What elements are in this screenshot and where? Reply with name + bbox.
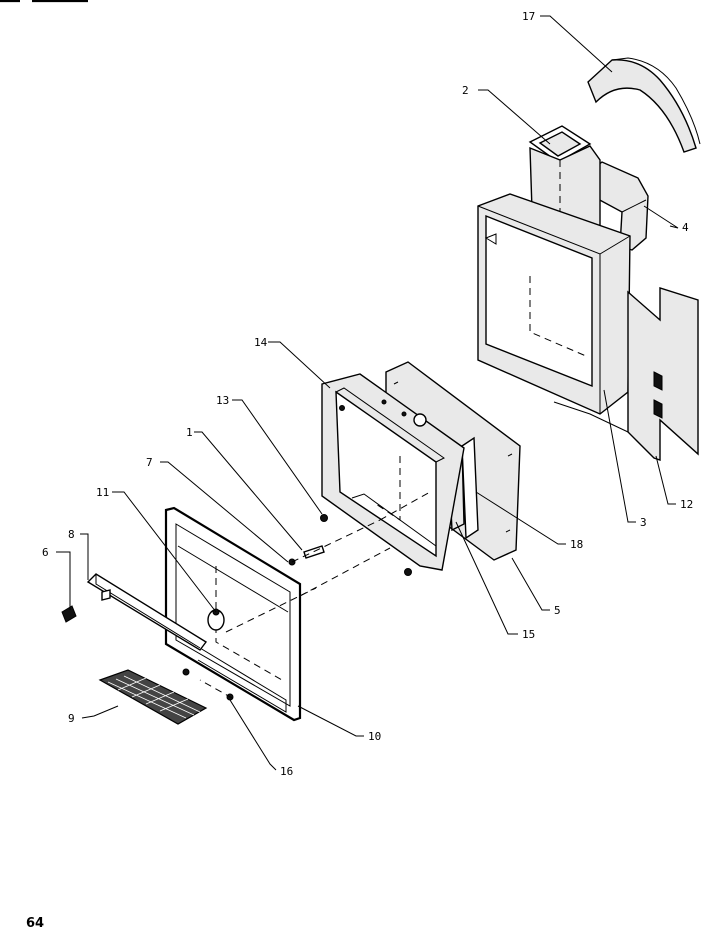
callout-14: 14 xyxy=(254,336,268,349)
part-12-side-panel xyxy=(553,287,699,461)
callout-3: 3 xyxy=(640,516,647,529)
callout-13: 13 xyxy=(216,394,229,407)
part-17-duct-cover xyxy=(587,57,701,153)
part-18-bracket xyxy=(461,436,479,540)
callout-4: 4 xyxy=(682,221,689,234)
part-9-drip-grille xyxy=(98,669,208,725)
part-2-grille xyxy=(528,125,592,163)
callout-16: 16 xyxy=(280,765,293,778)
callout-18: 18 xyxy=(570,538,583,551)
callout-11: 11 xyxy=(96,486,109,499)
callout-9: 9 xyxy=(68,712,75,725)
callout-7: 7 xyxy=(146,456,153,469)
leader-lines xyxy=(56,15,679,771)
assembly-lines xyxy=(199,491,431,699)
part-14-dispenser-housing xyxy=(321,373,465,571)
callout-1: 1 xyxy=(186,426,193,439)
callout-17: 17 xyxy=(522,10,535,23)
part-8-trim-strip xyxy=(86,573,208,651)
part-10-front-frame xyxy=(164,506,302,722)
callout-12: 12 xyxy=(680,498,693,511)
part-6-clip xyxy=(61,605,77,623)
page-number: 64 xyxy=(26,916,45,931)
callout-15: 15 xyxy=(522,628,535,641)
callout-labels: 17 2 4 14 13 1 7 11 3 12 8 18 6 5 15 9 1… xyxy=(42,10,693,778)
part-3-duct-housing xyxy=(477,145,631,415)
callout-5: 5 xyxy=(554,604,561,617)
callout-10: 10 xyxy=(368,730,381,743)
callout-6: 6 xyxy=(42,546,49,559)
part-11-knob xyxy=(207,608,225,631)
callout-2: 2 xyxy=(462,84,469,97)
callout-8: 8 xyxy=(68,528,75,541)
